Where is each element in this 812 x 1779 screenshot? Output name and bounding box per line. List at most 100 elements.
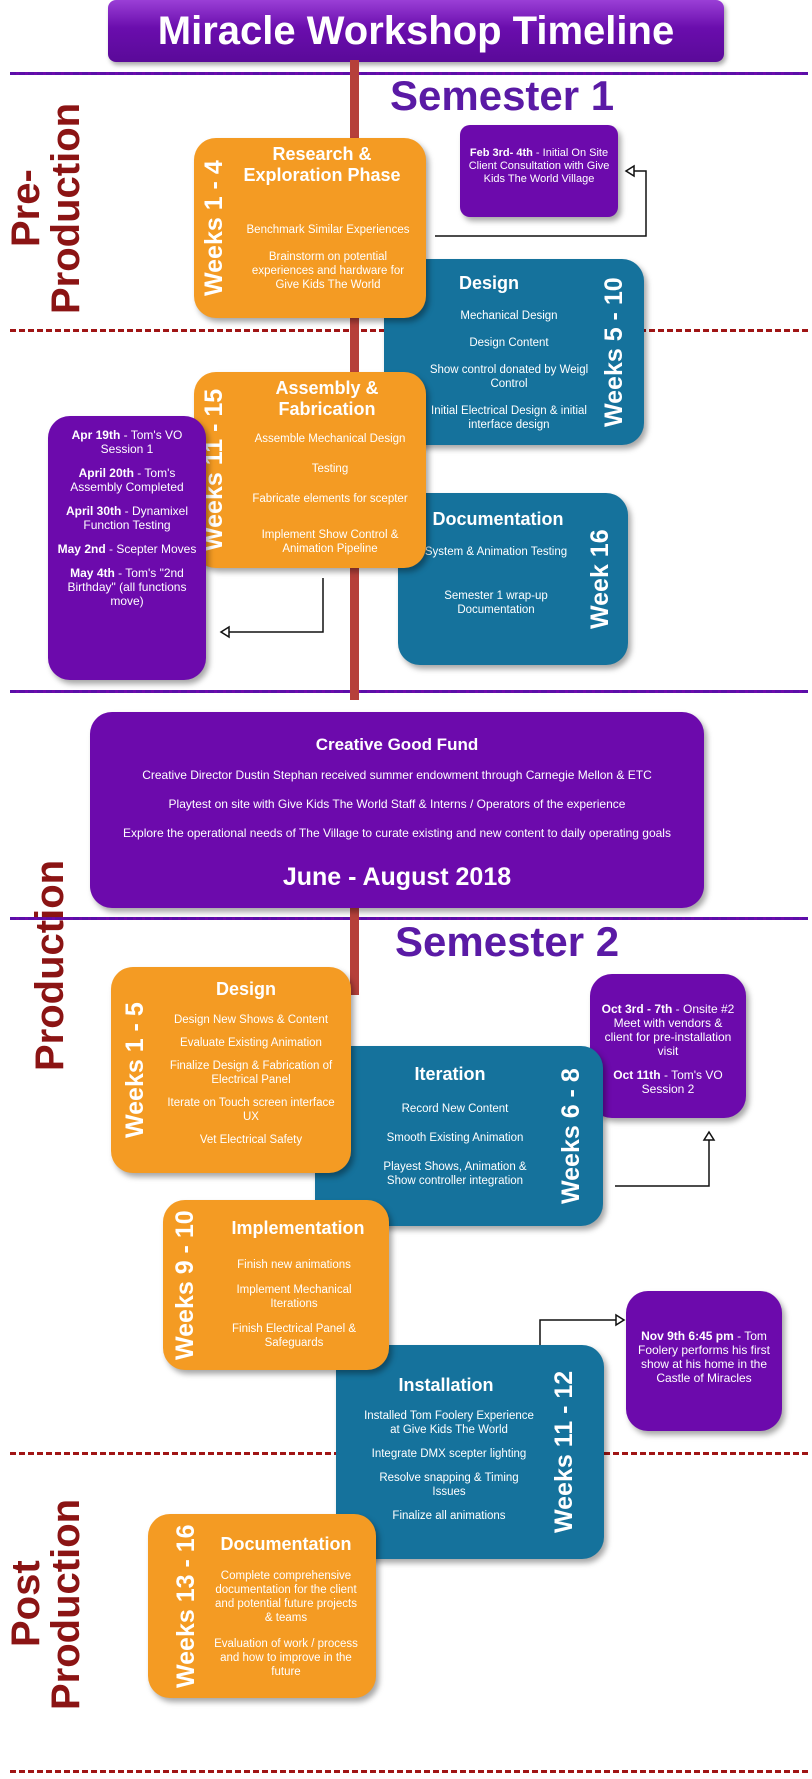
card-s1-design-weeks: Weeks 5 - 10 — [600, 277, 628, 427]
note-nov-text: - Tom Foolery performs his first show at… — [637, 1329, 771, 1385]
milestone-item: May 2nd - Scepter Moves — [57, 542, 197, 556]
summer-divider-top — [10, 690, 808, 693]
list-item: Record New Content — [401, 1103, 509, 1115]
list-item: Resolve snapping & Timing Issues — [379, 1472, 519, 1498]
card-s2-documentation-weeks: Weeks 13 - 16 — [172, 1524, 200, 1688]
card-s2-iteration-weeks: Weeks 6 - 8 — [557, 1068, 585, 1204]
card-s2-implementation-items: Finish new animations Implement Mechanic… — [219, 1258, 369, 1363]
arrow-oct-note — [615, 1136, 710, 1187]
list-item: Assemble Mechanical Design — [254, 433, 406, 445]
note-feb-text: - Initial On Site Client Consultation wi… — [468, 147, 610, 185]
card-s2-iteration: Iteration Record New Content Smooth Exis… — [315, 1046, 603, 1226]
cgf-dates: June - August 2018 — [282, 863, 512, 891]
list-item: Finalize all animations — [392, 1510, 506, 1522]
list-item: Brainstorm on potential experiences and … — [251, 251, 405, 291]
list-item: Playest Shows, Animation & Show controll… — [383, 1161, 527, 1187]
card-s2-iteration-title: Iteration — [414, 1064, 486, 1084]
arrowhead-feb-note — [624, 164, 635, 178]
list-item: Benchmark Similar Experiences — [246, 224, 410, 236]
semester-1-heading: Semester 1 — [390, 72, 615, 119]
list-item: Integrate DMX scepter lighting — [371, 1448, 527, 1460]
card-s2-installation: Installation Installed Tom Foolery Exper… — [336, 1345, 604, 1559]
note-november-first-show: Nov 9th 6:45 pm - Tom Foolery performs h… — [626, 1291, 782, 1431]
list-item: Finish new animations — [237, 1259, 351, 1271]
card-s1-research-items: Benchmark Similar Experiences Brainstorm… — [244, 223, 412, 305]
list-item: Mechanical Design — [460, 310, 558, 322]
card-s2-installation-weeks: Weeks 11 - 12 — [550, 1370, 578, 1534]
card-s2-documentation-items: Complete comprehensive documentation for… — [210, 1569, 362, 1692]
card-s1-design-title: Design — [458, 273, 519, 293]
milestone-item: Oct 3rd - 7th - Onsite #2 Meet with vend… — [601, 1002, 735, 1058]
card-s1-research: Weeks 1 - 4 Research & Exploration Phase… — [194, 138, 426, 318]
list-item: Installed Tom Foolery Experience at Give… — [364, 1410, 534, 1436]
card-s2-implementation-weeks: Weeks 9 - 10 — [171, 1210, 199, 1360]
semester-2-divider — [10, 917, 808, 920]
list-item: Smooth Existing Animation — [386, 1132, 524, 1144]
list-item: Playtest on site with Give Kids The Worl… — [168, 797, 626, 811]
card-s2-documentation-title: Documentation — [220, 1534, 352, 1554]
card-s2-design-items: Design New Shows & Content Evaluate Exis… — [161, 1013, 341, 1160]
card-s1-assembly-title: Assembly & Fabrication — [275, 378, 379, 419]
milestone-item: Oct 11th - Tom's VO Session 2 — [613, 1068, 723, 1096]
note-october-milestones: Oct 3rd - 7th - Onsite #2 Meet with vend… — [590, 974, 746, 1118]
cgf-items: Creative Director Dustin Stephan receive… — [100, 768, 694, 853]
list-item: Implement Mechanical Iterations — [236, 1284, 352, 1310]
card-s2-implementation: Weeks 9 - 10 Implementation Finish new a… — [163, 1200, 389, 1370]
list-item: Finalize Design & Fabrication of Electri… — [169, 1060, 333, 1086]
list-item: Explore the operational needs of The Vil… — [123, 826, 671, 840]
card-s2-design-title: Design — [215, 979, 276, 999]
arrowhead-apr-note — [219, 625, 230, 639]
list-item: Design New Shows & Content — [173, 1014, 329, 1026]
card-creative-good-fund: Creative Good Fund Creative Director Dus… — [90, 712, 704, 908]
list-item: Implement Show Control & Animation Pipel… — [261, 529, 399, 555]
page-title: Miracle Workshop Timeline — [108, 0, 724, 62]
card-s1-research-weeks: Weeks 1 - 4 — [200, 160, 228, 296]
card-s1-documentation-weeks: Week 16 — [586, 529, 614, 629]
milestone-item: May 4th - Tom's "2nd Birthday" (all func… — [67, 566, 187, 608]
card-s1-design-items: Mechanical Design Design Content Show co… — [429, 309, 589, 445]
milestone-item: Apr 19th - Tom's VO Session 1 — [71, 428, 183, 456]
list-item: Creative Director Dustin Stephan receive… — [142, 768, 652, 782]
card-s2-implementation-title: Implementation — [231, 1218, 365, 1238]
card-s1-design: Design Mechanical Design Design Content … — [384, 259, 644, 445]
note-april-may-milestones: Apr 19th - Tom's VO Session 1 April 20th… — [48, 416, 206, 680]
card-s1-research-title: Research & Exploration Phase — [243, 144, 401, 185]
list-item: Vet Electrical Safety — [199, 1134, 303, 1146]
list-item: Finish Electrical Panel & Safeguards — [232, 1323, 356, 1349]
note-nov-date: Nov 9th 6:45 pm — [641, 1329, 734, 1343]
card-s2-installation-title: Installation — [398, 1375, 494, 1395]
semester-2-heading: Semester 2 — [395, 918, 620, 965]
note-feb-consultation: Feb 3rd- 4th - Initial On Site Client Co… — [460, 125, 618, 217]
arrowhead-nov-note — [615, 1313, 626, 1327]
card-s1-documentation-items: System & Animation Testing Semester 1 wr… — [416, 545, 576, 630]
list-item: Testing — [311, 463, 349, 475]
note-feb-date: Feb 3rd- 4th — [469, 147, 533, 159]
semester-1-divider — [10, 72, 808, 75]
card-s2-design: Weeks 1 - 5 Design Design New Shows & Co… — [111, 967, 351, 1173]
list-item: Initial Electrical Design & initial inte… — [431, 405, 587, 431]
list-item: Fabricate elements for scepter — [252, 493, 408, 505]
bottom-divider — [10, 1770, 808, 1773]
list-item: Iterate on Touch screen interface UX — [167, 1097, 335, 1123]
arrow-nov-note — [539, 1319, 620, 1345]
arrowhead-oct-note — [702, 1130, 716, 1141]
milestone-item: April 20th - Tom's Assembly Completed — [70, 466, 184, 494]
card-s2-documentation: Weeks 13 - 16 Documentation Complete com… — [148, 1514, 376, 1698]
list-item: Complete comprehensive documentation for… — [215, 1570, 357, 1624]
arrow-apr-note — [225, 578, 324, 633]
card-s1-assembly: Weeks 11 - 15 Assembly & Fabrication Ass… — [194, 372, 426, 568]
list-item: Evaluate Existing Animation — [180, 1037, 322, 1049]
milestone-item: April 30th - Dynamixel Function Testing — [65, 504, 189, 532]
card-s1-documentation: Documentation System & Animation Testing… — [398, 493, 628, 665]
arrow-feb-note — [435, 170, 647, 237]
timeline-spine-middle — [350, 905, 359, 995]
list-item: Show control donated by Weigl Control — [429, 364, 589, 390]
card-s2-installation-items: Installed Tom Foolery Experience at Give… — [364, 1409, 534, 1536]
list-item: Design Content — [469, 337, 549, 349]
card-s2-iteration-items: Record New Content Smooth Existing Anima… — [375, 1102, 535, 1201]
card-s2-design-weeks: Weeks 1 - 5 — [121, 1002, 149, 1138]
list-item: Evaluation of work / process and how to … — [214, 1638, 358, 1678]
list-item: System & Animation Testing — [424, 546, 568, 558]
list-item: Semester 1 wrap-up Documentation — [444, 590, 548, 616]
